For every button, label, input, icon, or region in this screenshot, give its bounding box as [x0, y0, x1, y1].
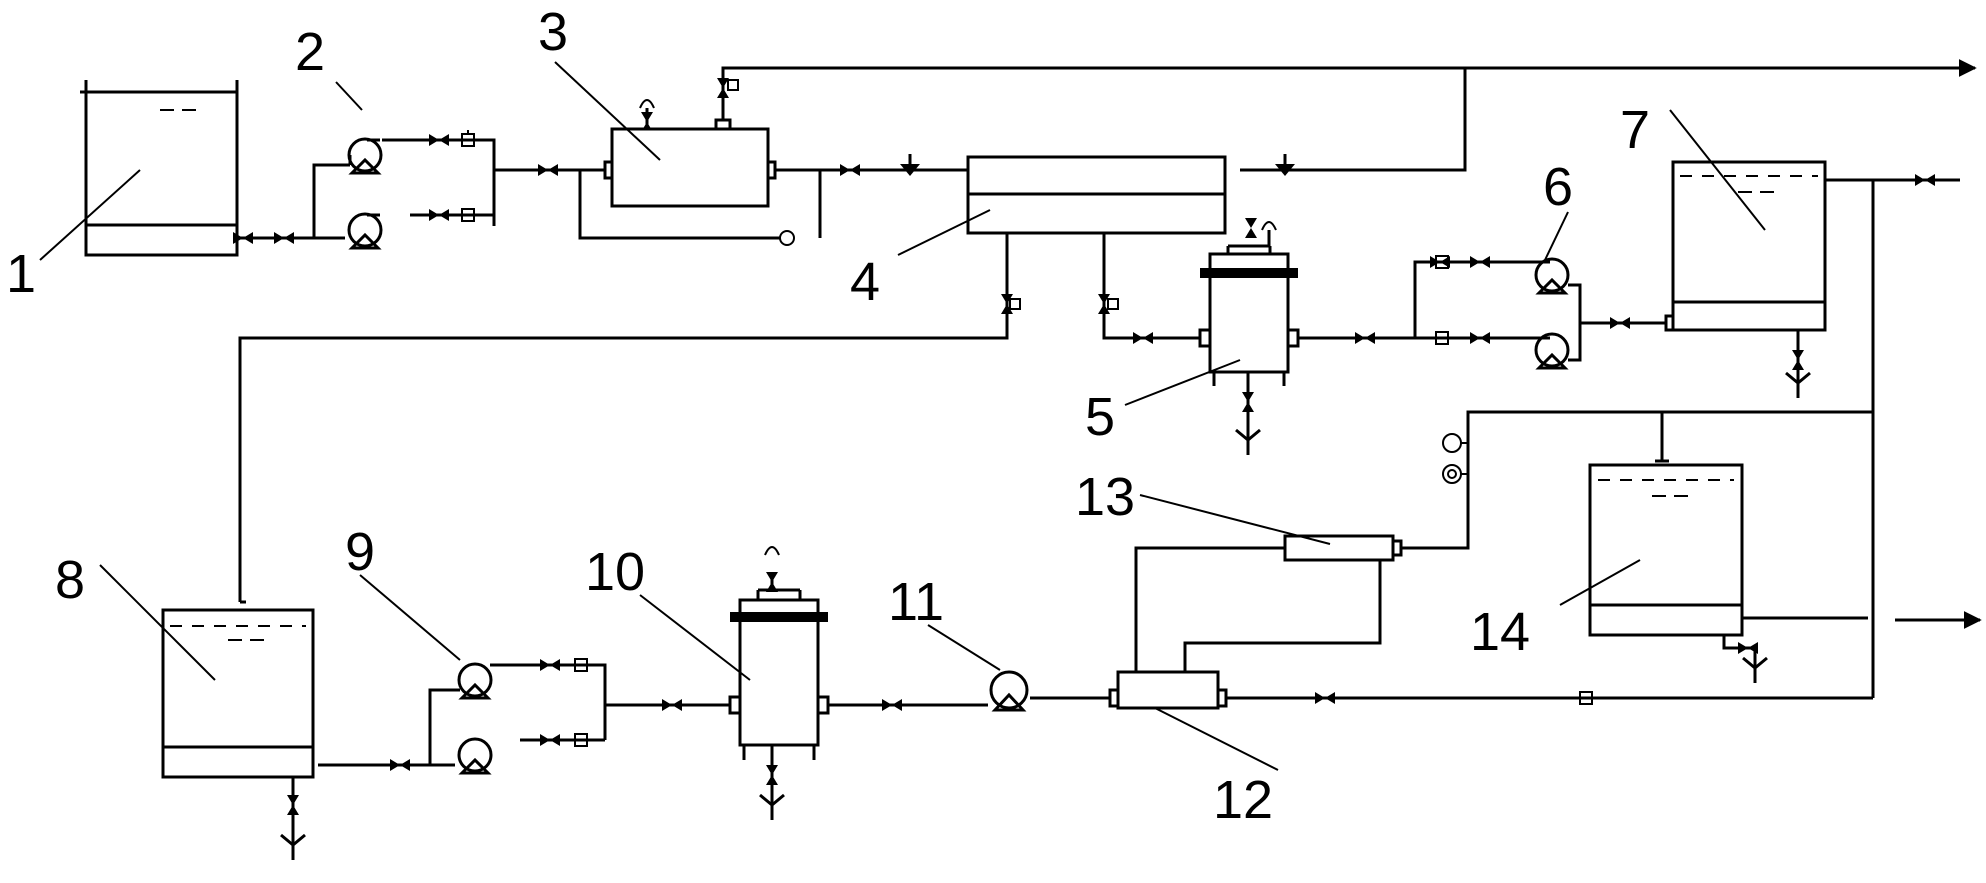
leader-lines [39, 61, 1766, 771]
pressure-gauges [779, 230, 1468, 484]
label-6: 6 [1543, 157, 1573, 217]
label-9: 9 [345, 522, 375, 582]
pump-pair-2 [347, 137, 383, 250]
label-3: 3 [538, 2, 568, 62]
pump-pair-6 [1534, 257, 1570, 370]
label-11: 11 [888, 572, 944, 632]
angle-valves [900, 154, 1295, 176]
label-10: 10 [585, 542, 645, 602]
vessel-3 [603, 99, 777, 208]
tank-8 [161, 600, 315, 779]
label-14: 14 [1470, 602, 1530, 662]
tank-14 [1588, 459, 1744, 637]
check-valves [461, 79, 1593, 747]
label-13: 13 [1075, 467, 1135, 527]
label-8: 8 [55, 550, 85, 610]
filter-5 [1198, 221, 1300, 386]
feed-tank-1 [80, 80, 239, 257]
equipment-labels: 1 2 3 4 5 6 7 8 9 10 11 12 13 14 [6, 2, 1650, 830]
label-7: 7 [1620, 100, 1650, 160]
unit-12 [1108, 670, 1228, 710]
unit-13 [1283, 534, 1410, 562]
drain-symbols [280, 371, 1811, 860]
label-5: 5 [1085, 387, 1115, 447]
label-2: 2 [295, 22, 325, 82]
pump-pair-9 [457, 662, 493, 775]
label-1: 1 [6, 244, 36, 304]
pump-11 [989, 670, 1029, 712]
label-12: 12 [1213, 770, 1273, 830]
filter-10 [728, 546, 830, 760]
label-4: 4 [850, 252, 880, 312]
tank-7 [1664, 160, 1827, 332]
membrane-module-4 [966, 155, 1227, 235]
